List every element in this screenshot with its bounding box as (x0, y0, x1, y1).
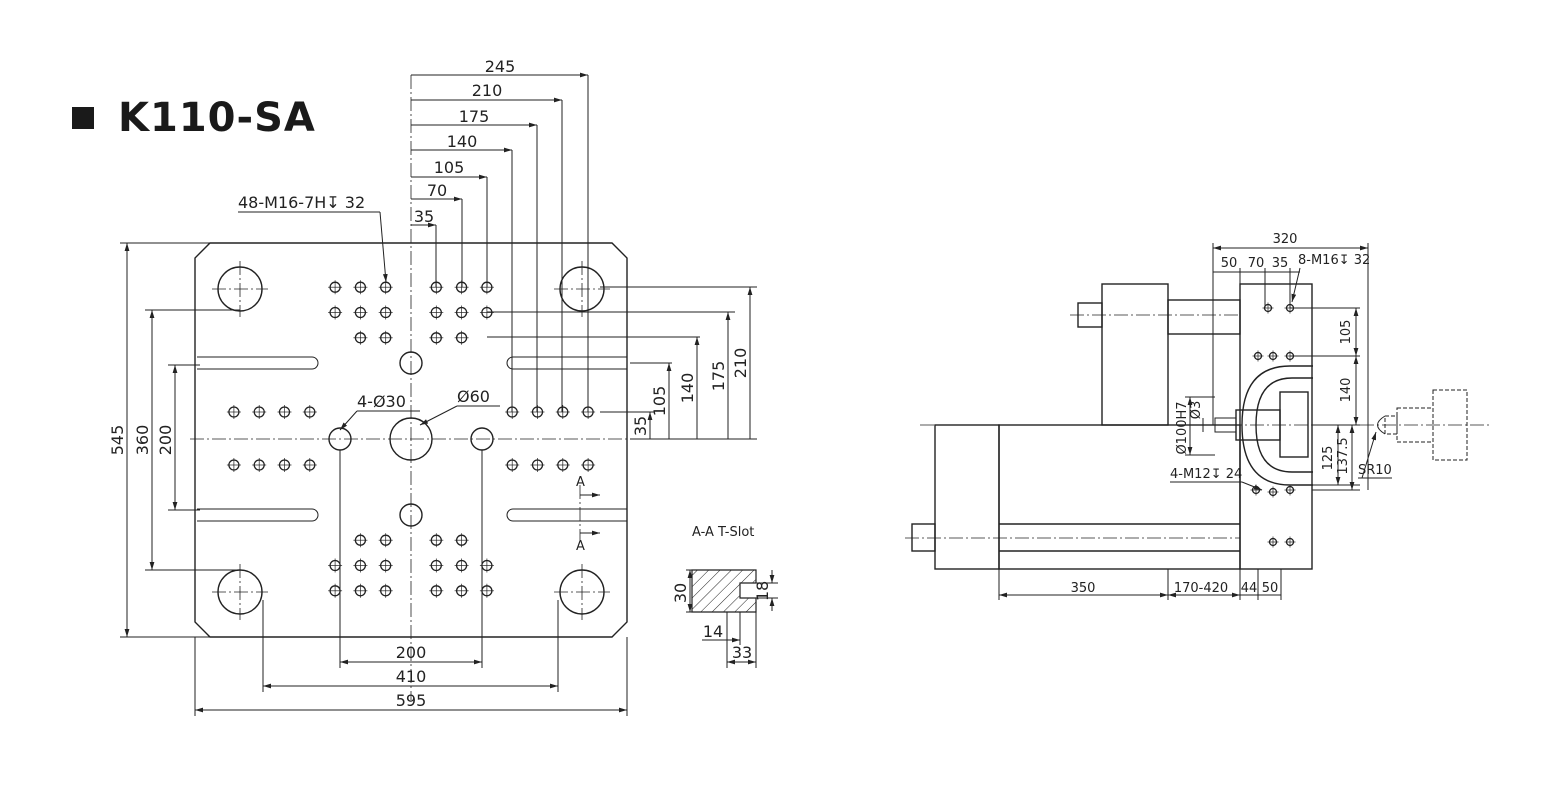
side-dim-50: 50 (1221, 256, 1238, 271)
tslot-dim-30: 30 (671, 583, 690, 603)
side-dim-105: 105 (1339, 320, 1354, 345)
dim-b-410: 410 (396, 667, 427, 686)
side-top-dims (1212, 243, 1369, 490)
front-view: 245 210 175 140 105 70 35 48-M16-7H↧ 32 (108, 57, 757, 716)
side-dim-50: 50 (1262, 581, 1279, 596)
side-phi3-note: Ø3 (1189, 401, 1204, 420)
side-right-dims (1290, 307, 1360, 491)
dim-r-105: 105 (650, 386, 669, 417)
side-dim-44: 44 (1241, 581, 1258, 596)
dim-r-175: 175 (709, 361, 728, 392)
section-mark-top: A (576, 475, 585, 490)
dim-360: 360 (133, 425, 152, 456)
dim-r-35: 35 (631, 416, 650, 436)
right-dimensions (487, 286, 757, 440)
top-dimensions (411, 72, 589, 412)
platen-outline (194, 242, 628, 638)
side-bottom-dims (998, 569, 1282, 600)
side-m12-note: 4-M12↧ 24 (1170, 467, 1242, 482)
dim-r-210: 210 (731, 348, 750, 379)
hole-note-phi60: Ø60 (457, 387, 490, 406)
dim-70: 70 (427, 181, 447, 200)
dim-140: 140 (447, 132, 478, 151)
side-view: 320 50 70 35 8-M16↧ 32 105 140 125 137.5… (905, 232, 1490, 600)
side-sr-note: SR10 (1358, 463, 1392, 478)
side-thread-note: 8-M16↧ 32 (1298, 253, 1370, 268)
model-name: K110-SA (118, 95, 316, 141)
dim-200: 200 (156, 425, 175, 456)
side-bore-note: Ø100H7 (1175, 401, 1190, 454)
side-dim-320: 320 (1273, 232, 1298, 247)
dim-545: 545 (108, 425, 127, 456)
side-dim-35: 35 (1272, 256, 1289, 271)
side-dim-170-420: 170-420 (1174, 581, 1228, 596)
dim-r-140: 140 (678, 373, 697, 404)
side-dim-70: 70 (1248, 256, 1265, 271)
dim-210: 210 (472, 81, 503, 100)
tslot-label: A-A T-Slot (692, 525, 754, 540)
tslot-dim-18: 18 (753, 581, 772, 601)
tslot-dim-33: 33 (732, 643, 752, 662)
section-mark-bottom: A (576, 539, 585, 554)
left-dimensions (120, 242, 240, 638)
dim-245: 245 (485, 57, 516, 76)
title-square-icon (72, 107, 94, 129)
hole-note-4-phi30: 4-Ø30 (357, 392, 406, 411)
dim-35: 35 (414, 207, 434, 226)
dim-b-200: 200 (396, 643, 427, 662)
tslot-dim-14: 14 (703, 622, 723, 641)
dim-105: 105 (434, 158, 465, 177)
side-dim-137-5: 137.5 (1336, 437, 1351, 474)
page-title: K110-SA (72, 95, 316, 141)
dim-b-595: 595 (396, 691, 427, 710)
thread-note: 48-M16-7H↧ 32 (238, 193, 365, 212)
side-dim-140: 140 (1339, 378, 1354, 403)
dim-175: 175 (459, 107, 490, 126)
side-dim-350: 350 (1071, 581, 1096, 596)
side-dim-125: 125 (1321, 446, 1336, 471)
bottom-dimensions (194, 450, 628, 716)
t-slot-section: A-A T-Slot 30 18 14 33 (671, 525, 778, 668)
